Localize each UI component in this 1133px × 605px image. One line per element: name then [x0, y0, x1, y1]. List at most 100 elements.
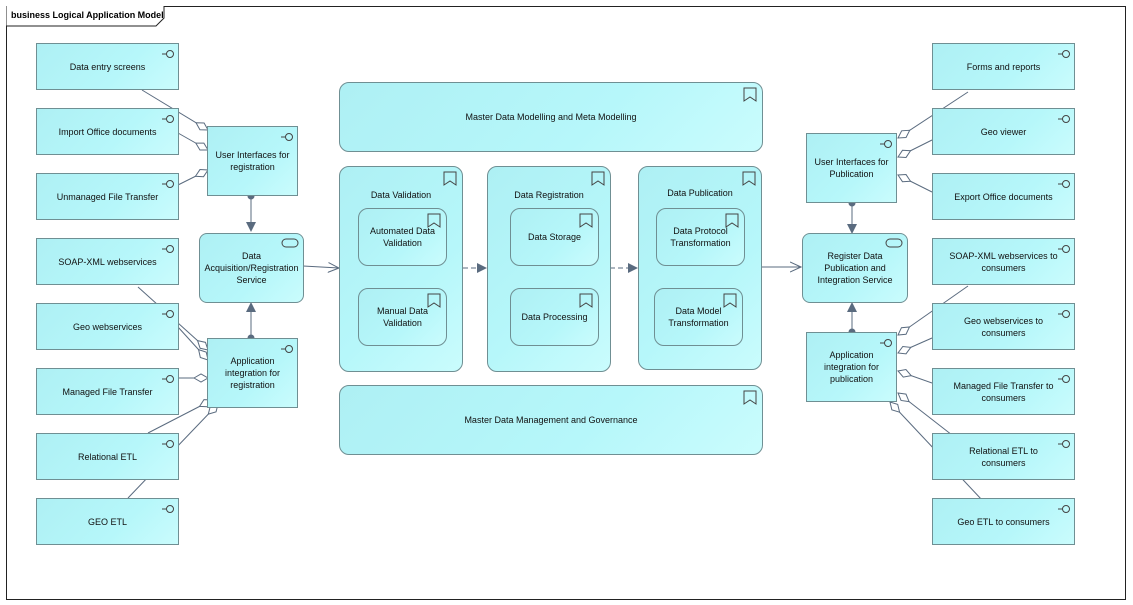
diagram-title-tab: business Logical Application Model [6, 6, 165, 27]
bookmark-icon [579, 293, 593, 308]
interface-icon [880, 140, 892, 148]
interface-app-integration-publication[interactable]: Application integration for publication [806, 332, 897, 402]
component-label: Import Office documents [58, 126, 157, 137]
component-label: Export Office documents [954, 191, 1053, 202]
component-label: Managed File Transfer to consumers [953, 380, 1054, 403]
interface-icon [162, 440, 174, 448]
function-data-protocol-transformation[interactable]: Data Protocol Transformation [656, 208, 745, 266]
agg-wire [897, 337, 933, 355]
component-label: Unmanaged File Transfer [56, 191, 159, 202]
function-label: Data Storage [527, 232, 582, 242]
interface-icon [1058, 375, 1070, 383]
function-data-processing[interactable]: Data Processing [510, 288, 599, 346]
agg-wire [897, 174, 933, 193]
interface-icon [162, 310, 174, 318]
interface-icon [281, 133, 293, 141]
component-label: Forms and reports [966, 61, 1041, 72]
component-label: GEO ETL [87, 516, 127, 527]
function-label: Master Data Management and Governance [464, 415, 638, 425]
interface-label: User Interfaces for registration [215, 150, 290, 172]
component-managed-file-transfer[interactable]: Managed File Transfer [36, 368, 179, 415]
function-label: Master Data Modelling and Meta Modelling [465, 112, 637, 122]
function-manual-data-validation[interactable]: Manual Data Validation [358, 288, 447, 346]
component-label: Geo viewer [980, 126, 1027, 137]
component-import-office-documents[interactable]: Import Office documents [36, 108, 179, 155]
bookmark-icon [443, 171, 457, 186]
bookmark-icon [579, 213, 593, 228]
interface-icon [162, 50, 174, 58]
service-register-data-publication[interactable]: Register Data Publication and Integratio… [802, 233, 908, 303]
component-geo-viewer[interactable]: Geo viewer [932, 108, 1075, 155]
interface-icon [880, 339, 892, 347]
function-master-data-management[interactable]: Master Data Management and Governance [339, 385, 763, 455]
interface-icon [1058, 505, 1070, 513]
function-title: Data Validation [370, 190, 432, 200]
function-label: Data Processing [521, 312, 588, 322]
function-title: Data Publication [667, 188, 733, 198]
component-export-office-documents[interactable]: Export Office documents [932, 173, 1075, 220]
interface-icon [162, 375, 174, 383]
interface-icon [162, 115, 174, 123]
component-label: SOAP-XML webservices to consumers [949, 250, 1058, 273]
component-label: Relational ETL [77, 451, 138, 462]
component-data-entry-screens[interactable]: Data entry screens [36, 43, 179, 90]
interface-icon [1058, 115, 1070, 123]
agg-wire [177, 132, 209, 151]
bookmark-icon [742, 171, 756, 186]
component-geo-etl-consumers[interactable]: Geo ETL to consumers [932, 498, 1075, 545]
bookmark-icon [723, 293, 737, 308]
interface-icon [281, 345, 293, 353]
component-forms-and-reports[interactable]: Forms and reports [932, 43, 1075, 90]
bookmark-icon [427, 293, 441, 308]
agg-wire [897, 369, 933, 384]
function-data-model-transformation[interactable]: Data Model Transformation [654, 288, 743, 346]
component-label: Managed File Transfer [62, 386, 153, 397]
interface-label: Application integration for publication [823, 350, 880, 384]
agg-wire [147, 399, 213, 434]
service-label: Data Acquisition/Registration Service [204, 251, 299, 285]
component-label: Relational ETL to consumers [969, 445, 1038, 468]
component-geo-webservices[interactable]: Geo webservices [36, 303, 179, 350]
interface-icon [162, 505, 174, 513]
interface-icon [1058, 245, 1070, 253]
agg-wire [897, 392, 953, 436]
bookmark-icon [591, 171, 605, 186]
component-label: SOAP-XML webservices [58, 256, 157, 267]
component-unmanaged-file-transfer[interactable]: Unmanaged File Transfer [36, 173, 179, 220]
function-master-data-modelling[interactable]: Master Data Modelling and Meta Modelling [339, 82, 763, 152]
interface-user-interfaces-publication[interactable]: User Interfaces for Publication [806, 133, 897, 203]
component-relational-etl-consumers[interactable]: Relational ETL to consumers [932, 433, 1075, 480]
component-label: Geo webservices to consumers [963, 315, 1044, 338]
bookmark-icon [427, 213, 441, 228]
agg-wire [897, 139, 933, 158]
function-data-storage[interactable]: Data Storage [510, 208, 599, 266]
interface-icon [1058, 180, 1070, 188]
component-soap-xml-webservices[interactable]: SOAP-XML webservices [36, 238, 179, 285]
component-geo-etl[interactable]: GEO ETL [36, 498, 179, 545]
interface-app-integration-registration[interactable]: Application integration for registration [207, 338, 298, 408]
agg-wire [177, 169, 209, 186]
interface-icon [1058, 310, 1070, 318]
component-relational-etl[interactable]: Relational ETL [36, 433, 179, 480]
bookmark-icon [725, 213, 739, 228]
interface-icon [1058, 50, 1070, 58]
interface-icon [162, 180, 174, 188]
service-data-acquisition[interactable]: Data Acquisition/Registration Service [199, 233, 304, 303]
component-label: Geo webservices [72, 321, 143, 332]
function-title: Data Registration [514, 190, 584, 200]
interface-user-interfaces-registration[interactable]: User Interfaces for registration [207, 126, 298, 196]
service-icon [281, 238, 299, 248]
function-automated-data-validation[interactable]: Automated Data Validation [358, 208, 447, 266]
interface-label: Application integration for registration [224, 356, 281, 390]
component-soap-xml-webservices-consumers[interactable]: SOAP-XML webservices to consumers [932, 238, 1075, 285]
bookmark-icon [743, 87, 757, 102]
bookmark-icon [743, 390, 757, 405]
component-managed-file-transfer-consumers[interactable]: Managed File Transfer to consumers [932, 368, 1075, 415]
agg-wire [177, 326, 209, 361]
component-label: Data entry screens [69, 61, 146, 72]
component-label: Geo ETL to consumers [957, 516, 1050, 527]
flow-arrow [302, 266, 339, 268]
component-geo-webservices-consumers[interactable]: Geo webservices to consumers [932, 303, 1075, 350]
interface-icon [162, 245, 174, 253]
